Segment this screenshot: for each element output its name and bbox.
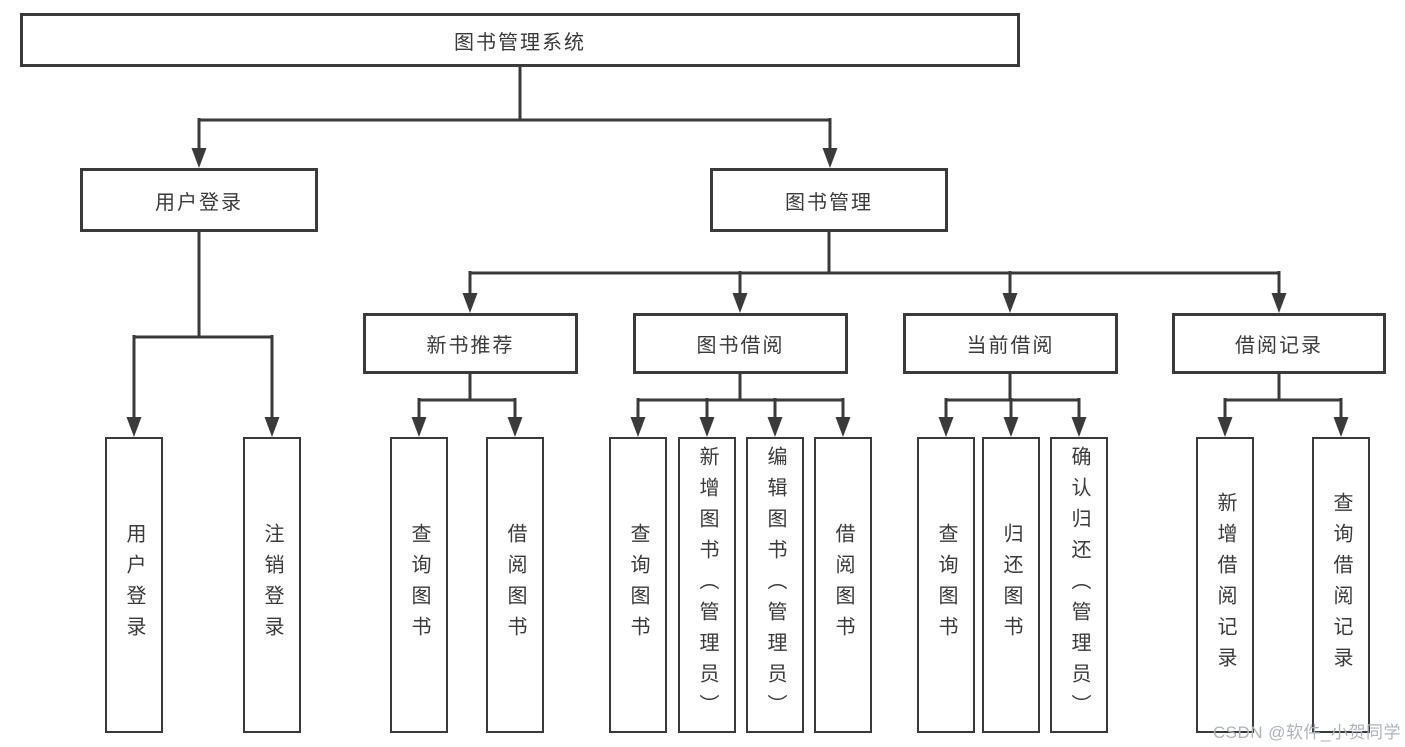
- node-book-management: 图书管理: [710, 168, 948, 232]
- node-borrow-records: 借阅记录: [1172, 313, 1386, 374]
- leaf-records-add: 新增借阅记录: [1196, 437, 1254, 733]
- node-user-login-label: 用户登录: [155, 191, 243, 214]
- leaf-borrow-add-admin: 新增图书（管理员）: [678, 437, 736, 733]
- leaf-newbooks-borrow: 借阅图书: [486, 437, 544, 733]
- leaf-newbooks-borrow-label: 借阅图书: [504, 523, 526, 647]
- leaf-current-query: 查询图书: [917, 437, 975, 733]
- leaf-current-confirm-admin: 确认归还（管理员）: [1050, 437, 1108, 733]
- leaf-records-query-label: 查询借阅记录: [1330, 492, 1352, 678]
- leaf-logout-label: 注销登录: [261, 523, 283, 647]
- leaf-records-add-label: 新增借阅记录: [1214, 492, 1236, 678]
- leaf-user-login-label: 用户登录: [123, 523, 145, 647]
- connector-paths: [132, 67, 1343, 419]
- node-current-borrow: 当前借阅: [903, 313, 1118, 374]
- leaf-current-query-label: 查询图书: [935, 523, 957, 647]
- node-root: 图书管理系统: [20, 13, 1020, 67]
- leaf-newbooks-query-label: 查询图书: [408, 523, 430, 647]
- leaf-logout: 注销登录: [243, 437, 301, 733]
- node-book-borrow-label: 图书借阅: [696, 335, 785, 357]
- leaf-borrow-query: 查询图书: [609, 437, 667, 733]
- leaf-borrow-edit-admin: 编辑图书（管理员）: [746, 437, 804, 733]
- leaf-current-return: 归还图书: [982, 437, 1040, 733]
- node-book-management-label: 图书管理: [785, 191, 873, 214]
- leaf-newbooks-query: 查询图书: [390, 437, 448, 733]
- node-new-book-recommend: 新书推荐: [363, 313, 578, 374]
- leaf-user-login: 用户登录: [105, 437, 163, 733]
- node-book-borrow: 图书借阅: [633, 313, 848, 374]
- leaf-records-query: 查询借阅记录: [1312, 437, 1370, 733]
- arrowheads: [126, 148, 1349, 437]
- node-current-borrow-label: 当前借阅: [966, 335, 1055, 357]
- leaf-borrow-add-admin-label: 新增图书（管理员）: [696, 445, 718, 725]
- leaf-current-return-label: 归还图书: [1000, 523, 1022, 647]
- node-new-book-recommend-label: 新书推荐: [426, 335, 515, 357]
- leaf-borrow-borrow-label: 借阅图书: [832, 523, 854, 647]
- leaf-current-confirm-admin-label: 确认归还（管理员）: [1068, 445, 1090, 725]
- node-borrow-records-label: 借阅记录: [1235, 335, 1323, 357]
- watermark: CSDN @软件_小贺同学: [1212, 723, 1401, 742]
- node-user-login: 用户登录: [80, 168, 318, 232]
- leaf-borrow-edit-admin-label: 编辑图书（管理员）: [764, 445, 786, 725]
- leaf-borrow-borrow: 借阅图书: [814, 437, 872, 733]
- leaf-borrow-query-label: 查询图书: [627, 523, 649, 647]
- node-root-label: 图书管理系统: [454, 31, 586, 54]
